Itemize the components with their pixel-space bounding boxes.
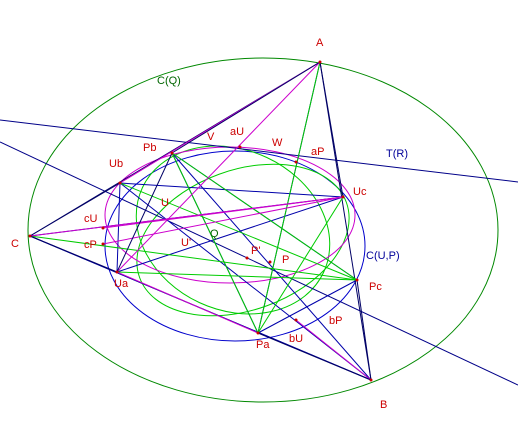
blue-lines bbox=[29, 61, 372, 381]
line-diagonal bbox=[0, 141, 518, 386]
line-tr bbox=[0, 119, 518, 183]
green-conic-1 bbox=[135, 145, 331, 315]
label-pa: Pa bbox=[256, 339, 270, 351]
label-cq: C(Q) bbox=[157, 75, 181, 87]
label-tr: T(R) bbox=[386, 148, 408, 160]
label-bu: bU bbox=[289, 333, 303, 345]
label-uc: Uc bbox=[353, 186, 367, 198]
points bbox=[28, 60, 373, 382]
label-ap: aP bbox=[311, 146, 324, 158]
label-v: V bbox=[207, 131, 215, 143]
label-pprime: P' bbox=[251, 245, 260, 257]
label-b: B bbox=[380, 399, 387, 411]
label-cup: C(U,P) bbox=[366, 250, 400, 262]
label-bp: bP bbox=[329, 315, 342, 327]
label-a: A bbox=[316, 37, 324, 49]
label-pc: Pc bbox=[369, 281, 382, 293]
circle-cq bbox=[27, 57, 499, 403]
green-conic-2 bbox=[136, 163, 350, 317]
label-au: aU bbox=[230, 126, 244, 138]
label-u: U bbox=[161, 197, 169, 209]
label-uprime: U' bbox=[181, 237, 191, 249]
label-q: Q bbox=[210, 228, 219, 240]
label-pb: Pb bbox=[143, 142, 156, 154]
label-c: C bbox=[11, 238, 19, 250]
label-cu: cU bbox=[84, 213, 98, 225]
triangle-abc bbox=[28, 61, 372, 381]
label-ub: Ub bbox=[109, 158, 123, 170]
magenta-conic bbox=[104, 146, 356, 284]
label-p: P bbox=[282, 254, 289, 266]
label-ua: Ua bbox=[114, 278, 129, 290]
green-lines bbox=[29, 61, 358, 334]
label-cp: cP bbox=[84, 239, 97, 251]
label-w: W bbox=[272, 137, 283, 149]
dark-lines bbox=[29, 61, 372, 381]
magenta-lines bbox=[29, 61, 372, 381]
